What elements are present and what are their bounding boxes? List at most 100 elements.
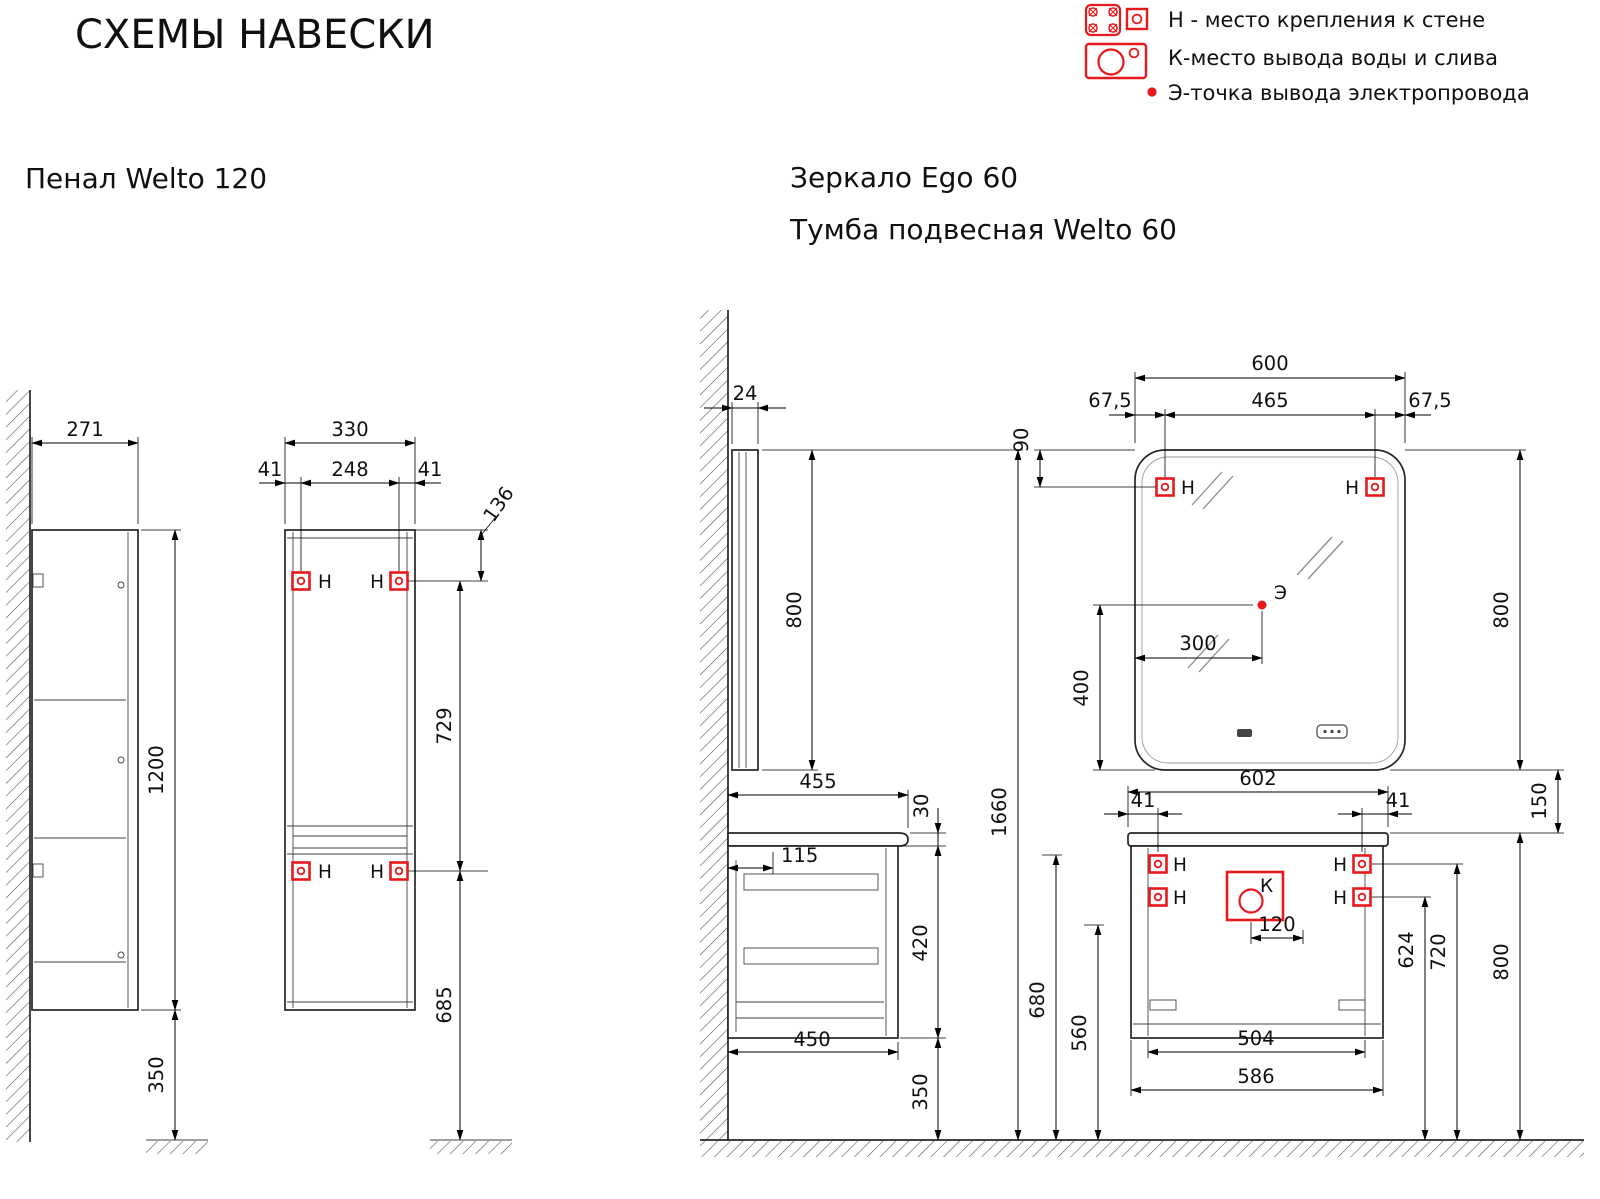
ground-symbol-right: [430, 1141, 512, 1154]
mirror-side-body: [731, 449, 759, 771]
dim-water-height: 560: [1068, 924, 1104, 1141]
electric-symbol: Э: [1274, 583, 1287, 604]
walls-and-floor: [6, 310, 1584, 1157]
dim-lower-mount-height: 624: [1371, 896, 1431, 1141]
electric-point-marker: [1257, 600, 1267, 610]
dim-value: 136: [479, 482, 519, 526]
floor-hatch: [700, 1141, 1584, 1157]
mount-marker-icon: [1352, 887, 1372, 907]
mount-symbol: Н: [1333, 855, 1347, 876]
dim-electric-offset-y: 400: [1070, 604, 1253, 771]
dim-electric-offset-x: 300: [1134, 611, 1263, 664]
mount-symbol: Н: [370, 862, 384, 883]
dim-value: 120: [1258, 913, 1295, 936]
mount-marker-icon: [389, 861, 409, 881]
dim-value: 1200: [145, 745, 168, 795]
mount-plate-icon: [1084, 3, 1122, 37]
water-outlet-marker: К: [1225, 870, 1285, 922]
mount-symbol: Н: [318, 572, 332, 593]
mirror-mount-markers: Н Н: [1155, 477, 1385, 499]
vanity-counter: [1127, 832, 1389, 847]
dim-value: 800: [1490, 943, 1513, 980]
dim-total-height: 1660: [988, 449, 1022, 1141]
legend: Н - место крепления к стене К-место выво…: [1084, 3, 1530, 105]
mount-symbol: Н: [1333, 888, 1347, 909]
mount-symbol: Н: [370, 572, 384, 593]
penal-section-label: Пенал Welto 120: [25, 162, 267, 195]
dim-vanity-depth: 455: [727, 770, 909, 828]
dim-value: 150: [1528, 782, 1551, 819]
mirror-section-label: Зеркало Ego 60: [790, 161, 1018, 194]
dim-mirror-height: 800: [1390, 449, 1564, 771]
legend-row-electric: Э-точка вывода электропровода: [1147, 81, 1530, 105]
mount-symbol: Н: [1181, 478, 1195, 499]
dim-value: 602: [1239, 767, 1276, 790]
mount-marker-icon: [389, 571, 409, 591]
dim-upper-mount-height: 720: [1371, 863, 1463, 1141]
dim-vanity-body-width: 586: [1130, 1040, 1384, 1096]
water-outlet-icon: [1084, 42, 1148, 80]
mount-symbol: Н: [318, 862, 332, 883]
drawer-rail: [743, 873, 879, 891]
mount-marker-icon: [291, 861, 311, 881]
dim-value: 41: [418, 458, 443, 481]
legend-mount-label: Н - место крепления к стене: [1168, 8, 1485, 32]
wall-bracket: [32, 863, 44, 878]
dim-value: 271: [66, 418, 103, 441]
mount-marker-icon: [1352, 854, 1372, 874]
dim-value: 115: [781, 844, 818, 867]
dim-mirror-width: 600: [1134, 352, 1406, 443]
mount-marker-icon: [1365, 477, 1385, 497]
dim-penal-lower-mount: 685: [433, 870, 464, 1141]
dim-value: 465: [1251, 389, 1288, 412]
dim-mirror-mount-top-offset: 90: [1010, 428, 1156, 488]
dim-value: 248: [331, 458, 368, 481]
dim-value: 41: [258, 458, 283, 481]
mount-symbol: Н: [1173, 855, 1187, 876]
dim-value: 300: [1179, 632, 1216, 655]
vanity-mount-markers: Н Н Н Н: [1148, 854, 1372, 909]
legend-row-water: К-место вывода воды и слива: [1084, 42, 1498, 80]
dim-vanity-width: 602: [1127, 767, 1389, 827]
ground-symbol-left: [146, 1141, 208, 1154]
dim-value: 455: [799, 770, 836, 793]
right-wall-hatch: [700, 310, 728, 1140]
penal-front-body: [284, 529, 416, 1011]
dim-value: 350: [909, 1073, 932, 1110]
dim-value: 24: [733, 382, 758, 405]
vanity-section-label: Тумба подвесная Welto 60: [789, 213, 1177, 246]
dim-counter-thickness: 30: [900, 794, 946, 871]
mount-marker-icon: [1155, 477, 1175, 497]
dim-value: 41: [1131, 789, 1156, 812]
dim-value: 800: [783, 591, 806, 628]
dim-mirror-side-height: 800: [762, 449, 1023, 771]
mount-symbol: Н: [1173, 888, 1187, 909]
wall-bracket: [32, 573, 44, 588]
dim-value: 67,5: [1408, 389, 1451, 412]
bath-side-view: [727, 449, 909, 1039]
water-symbol: К: [1260, 876, 1273, 897]
drawer-rail: [1149, 999, 1177, 1011]
penal-side-view: [31, 529, 139, 1011]
dim-penal-height: 1200: [141, 529, 181, 1011]
dim-value: 720: [1427, 933, 1450, 970]
dim-side-mount-height: 680: [1026, 854, 1062, 1141]
dim-value: 400: [1070, 669, 1093, 706]
dim-vanity-bottom-depth: 450: [727, 1028, 899, 1060]
dim-value: 90: [1010, 428, 1033, 453]
legend-water-label: К-место вывода воды и слива: [1168, 46, 1498, 70]
dim-value: 624: [1395, 931, 1418, 968]
vanity-side-body: [727, 845, 899, 1039]
dim-value: 685: [433, 986, 456, 1023]
dim-value: 504: [1237, 1027, 1274, 1050]
dim-value: 600: [1251, 352, 1288, 375]
mount-marker-icon: [1148, 887, 1168, 907]
dim-value: 1660: [988, 787, 1011, 837]
drawer-rail: [1338, 999, 1366, 1011]
dim-value: 450: [793, 1028, 830, 1051]
mirror-clock-icon: [1237, 729, 1252, 737]
mount-marker-icon: [291, 571, 311, 591]
dim-water-offset: 120: [1250, 913, 1304, 944]
dim-gap-to-vanity: 150: [1528, 769, 1562, 834]
